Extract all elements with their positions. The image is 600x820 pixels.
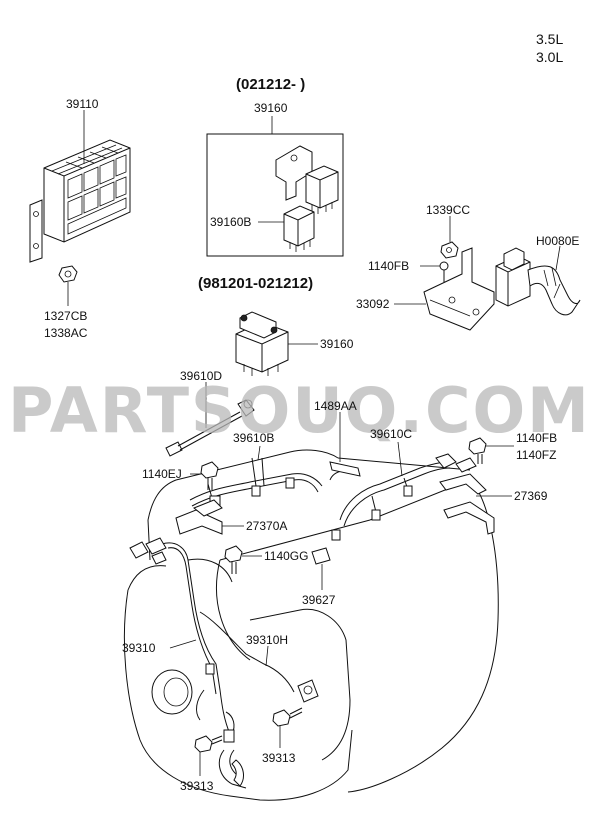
clip-1489aa-drawing: [329, 461, 361, 477]
relay-early-drawing: [235, 311, 289, 376]
heading-earlier-relay-period: (981201-021212): [198, 275, 313, 292]
label-1140fb-right: 1140FB: [516, 431, 557, 445]
engine-outline: [123, 449, 499, 801]
bolt-39313-right-drawing: [272, 707, 303, 727]
label-39610d: 39610D: [180, 369, 222, 383]
label-39313-right: 39313: [262, 751, 296, 765]
label-39160b: 39160B: [210, 215, 251, 229]
bolt-39313-left-drawing: [194, 735, 223, 753]
clip-39627-drawing: [311, 547, 331, 565]
wiring-harness-drawing: [129, 453, 477, 787]
label-1327cb: 1327CB: [44, 309, 87, 323]
heading-later-relay-period: (021212- ): [236, 76, 305, 93]
label-33092: 33092: [356, 297, 390, 311]
watermark: PARTSOUQ.COM: [8, 374, 591, 447]
bracket-27370a-drawing: [175, 499, 223, 535]
label-1140ej: 1140EJ: [142, 467, 182, 481]
label-39313-left: 39313: [180, 779, 214, 793]
label-39610c: 39610C: [370, 427, 412, 441]
label-39110: 39110: [66, 97, 99, 111]
label-27369: 27369: [514, 489, 548, 503]
sensor-39610d-drawing: [165, 399, 255, 457]
bolt-1140fb-right-drawing: [468, 437, 487, 464]
label-1140fz: 1140FZ: [516, 448, 556, 462]
label-39310h: 39310H: [246, 633, 288, 647]
label-27370a: 27370A: [246, 519, 287, 533]
label-39160-earlier: 39160: [320, 337, 354, 351]
ecu-module-drawing: [29, 139, 131, 283]
engine-variant-3-5l: 3.5L: [536, 31, 563, 47]
solenoid-bracket-drawing: [423, 241, 581, 331]
label-39627: 39627: [302, 593, 336, 607]
label-1140fb-top: 1140FB: [368, 259, 409, 273]
bracket-27369-drawing: [439, 473, 495, 535]
bolt-1140gg-drawing: [224, 545, 243, 574]
bolt-1140ej-drawing: [200, 461, 219, 490]
engine-variant-3-0l: 3.0L: [536, 49, 563, 65]
label-1140gg: 1140GG: [264, 549, 308, 563]
label-39610b: 39610B: [233, 431, 274, 445]
label-39310: 39310: [122, 641, 156, 655]
label-39160-later: 39160: [254, 101, 288, 115]
relay-group-frame: [206, 133, 344, 257]
label-1338ac: 1338AC: [44, 326, 88, 340]
relay-assembly-drawing: [275, 145, 339, 252]
label-h0080e: H0080E: [536, 234, 579, 248]
label-1489aa: 1489AA: [314, 399, 357, 413]
label-1339cc: 1339CC: [426, 203, 470, 217]
